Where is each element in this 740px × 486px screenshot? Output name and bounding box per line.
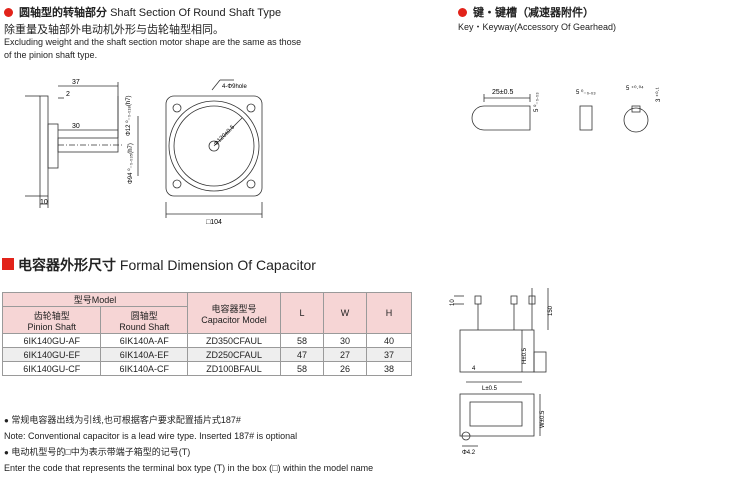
notes: ● 常规电容器出线为引线,也可根据客户要求配置插片式187# Note: Con… [4,414,373,475]
shaft-circle [623,107,649,133]
header-h: H [366,292,412,334]
table-row: 6IK140GU-CF 6IK140A-CF ZD100BFAUL 58 26 … [1,361,412,376]
bullet-dot-icon [458,7,467,17]
shaft-desc-en-2: of the pinion shaft type. [4,50,98,60]
table-cell: 6IK140A-CF [100,361,188,376]
dim-l: L±0.5 [482,386,498,392]
dim-150: 150 [548,305,554,316]
table-cell: 38 [366,361,412,376]
key-len-dim: 25±0.5 [492,89,513,96]
capacitor-top [459,393,535,437]
key-section-title: 键・键槽（减速器附件） [458,6,594,20]
key-section-rect [579,105,593,131]
shaft-desc-cn: 除重量及轴部外电动机外形与齿轮轴型相同。 [4,24,224,36]
table-cell: 26 [323,361,367,376]
capacitor-body [459,329,535,373]
header-capacitor-en: Capacitor Model [201,314,267,325]
table-cell: 58 [280,361,324,376]
dim-h: H±0.5 [522,347,528,364]
header-l: L [280,292,324,334]
key-shape [471,105,531,131]
header-model: 型号Model [2,292,188,307]
dim-30: 30 [72,123,80,130]
note-2-en: Enter the code that represents the termi… [4,463,374,473]
key-w-dim: 5 ⁰₋₀.₀₃ [576,89,596,96]
table-row: 6IK140GU-EF 6IK140A-EF ZD250CFAUL 47 27 … [1,347,412,362]
header-round: 圆轴型 Round Shaft [100,306,188,334]
table-cell: 40 [366,333,412,348]
red-square-icon [2,258,14,271]
table-cell: 37 [366,347,412,362]
header-pinion-cn: 齿轮轴型 [33,310,70,321]
dim-hole: 4-Φ9hole [222,84,247,90]
table-cell: 47 [280,347,324,362]
table-cell: 6IK140A-AF [100,333,188,348]
shaft-section-title: 圆轴型的转轴部分 Shaft Section Of Round Shaft Ty… [4,6,281,20]
table-cell: ZD100BFAUL [187,361,281,376]
table-cell: 27 [323,347,367,362]
capacitor-title-cn: 电容器外形尺寸 [18,257,116,273]
bullet-dot-icon [4,7,13,17]
header-w: W [323,292,367,334]
capacitor-drawing: 10 150 H±0.5 4 L±0.5 W±0.5 Φ4.2 [450,288,554,456]
table-cell: 6IK140A-EF [100,347,188,362]
note-2-cn-text: 电动机型号的□中为表示带端子箱型的记号(T) [11,447,191,457]
header-pinion: 齿轮轴型 Pinion Shaft [1,306,102,334]
key-drawing: 25±0.5 5 ⁰₋₀.₀₃ 5 ⁰₋₀.₀₃ 5 ⁺⁰·⁰⁴ 3 ⁺⁰·¹ [471,85,662,133]
note-1-cn-text: 常规电容器出线为引线,也可根据客户要求配置插片式187# [11,415,241,425]
header-pinion-en: Pinion Shaft [27,321,76,332]
dim-104: □104 [206,219,222,226]
dim-37: 37 [72,79,80,86]
table-cell: 6IK140GU-EF [1,347,102,362]
note-2-cn: ● 电动机型号的□中为表示带端子箱型的记号(T) [4,447,191,457]
note-1-en: Note: Conventional capacitor is a lead w… [4,431,298,441]
dim-phi94: Φ94 ⁰₋₀.₀₃₅(h7) [127,143,134,184]
dim-2: 2 [66,91,70,98]
header-capacitor-model: 电容器型号 Capacitor Model [187,292,281,334]
keyway-w-dim: 5 ⁺⁰·⁰⁴ [626,85,644,92]
dim-w: W±0.5 [540,410,546,428]
dim-phi: Φ4.2 [462,450,476,456]
table-cell: ZD350CFAUL [187,333,281,348]
note-1-cn: ● 常规电容器出线为引线,也可根据客户要求配置插片式187# [4,415,241,425]
table-cell: ZD250CFAUL [187,347,281,362]
key-title-en: Key・Keyway(Accessory Of Gearhead) [458,22,617,32]
table-cell: 6IK140GU-CF [1,361,102,376]
motor-shaft-drawing: 37 2 30 10 Φ12 ⁰₋₀.₀₁₈(h7) Φ94 ⁰₋₀.₀₃₅(h… [25,79,263,226]
header-round-cn: 圆轴型 [130,310,158,321]
motor-flange [39,95,49,197]
key-h-dim: 5 ⁰₋₀.₀₃ [533,92,540,112]
table-cell: 6IK140GU-AF [1,333,102,348]
dim-pcd: Φ120±0.5 [213,124,236,147]
shaft-desc-en-1: Excluding weight and the shaft section m… [4,37,302,47]
shaft-title-cn: 圆轴型的转轴部分 [19,7,107,19]
dim-4: 4 [472,366,476,372]
header-capacitor-cn: 电容器型号 [211,303,257,314]
dim-10: 10 [450,299,456,306]
capacitor-title-en: Formal Dimension Of Capacitor [119,257,316,273]
table-cell: 58 [280,333,324,348]
shaft-title-en: Shaft Section Of Round Shaft Type [110,7,282,19]
capacitor-table: 型号Model 电容器型号 Capacitor Model L W H 齿轮轴型… [1,292,412,376]
key-title-cn: 键・键槽（减速器附件） [473,7,594,19]
table-cell: 30 [323,333,367,348]
keyway-h-dim: 3 ⁺⁰·¹ [655,87,662,102]
dim-10: 10 [40,199,48,206]
table-row: 6IK140GU-AF 6IK140A-AF ZD350CFAUL 58 30 … [1,333,412,348]
dim-phi12: Φ12 ⁰₋₀.₀₁₈(h7) [125,95,132,136]
capacitor-section-title: 电容器外形尺寸 Formal Dimension Of Capacitor [2,256,316,274]
header-round-en: Round Shaft [119,321,170,332]
